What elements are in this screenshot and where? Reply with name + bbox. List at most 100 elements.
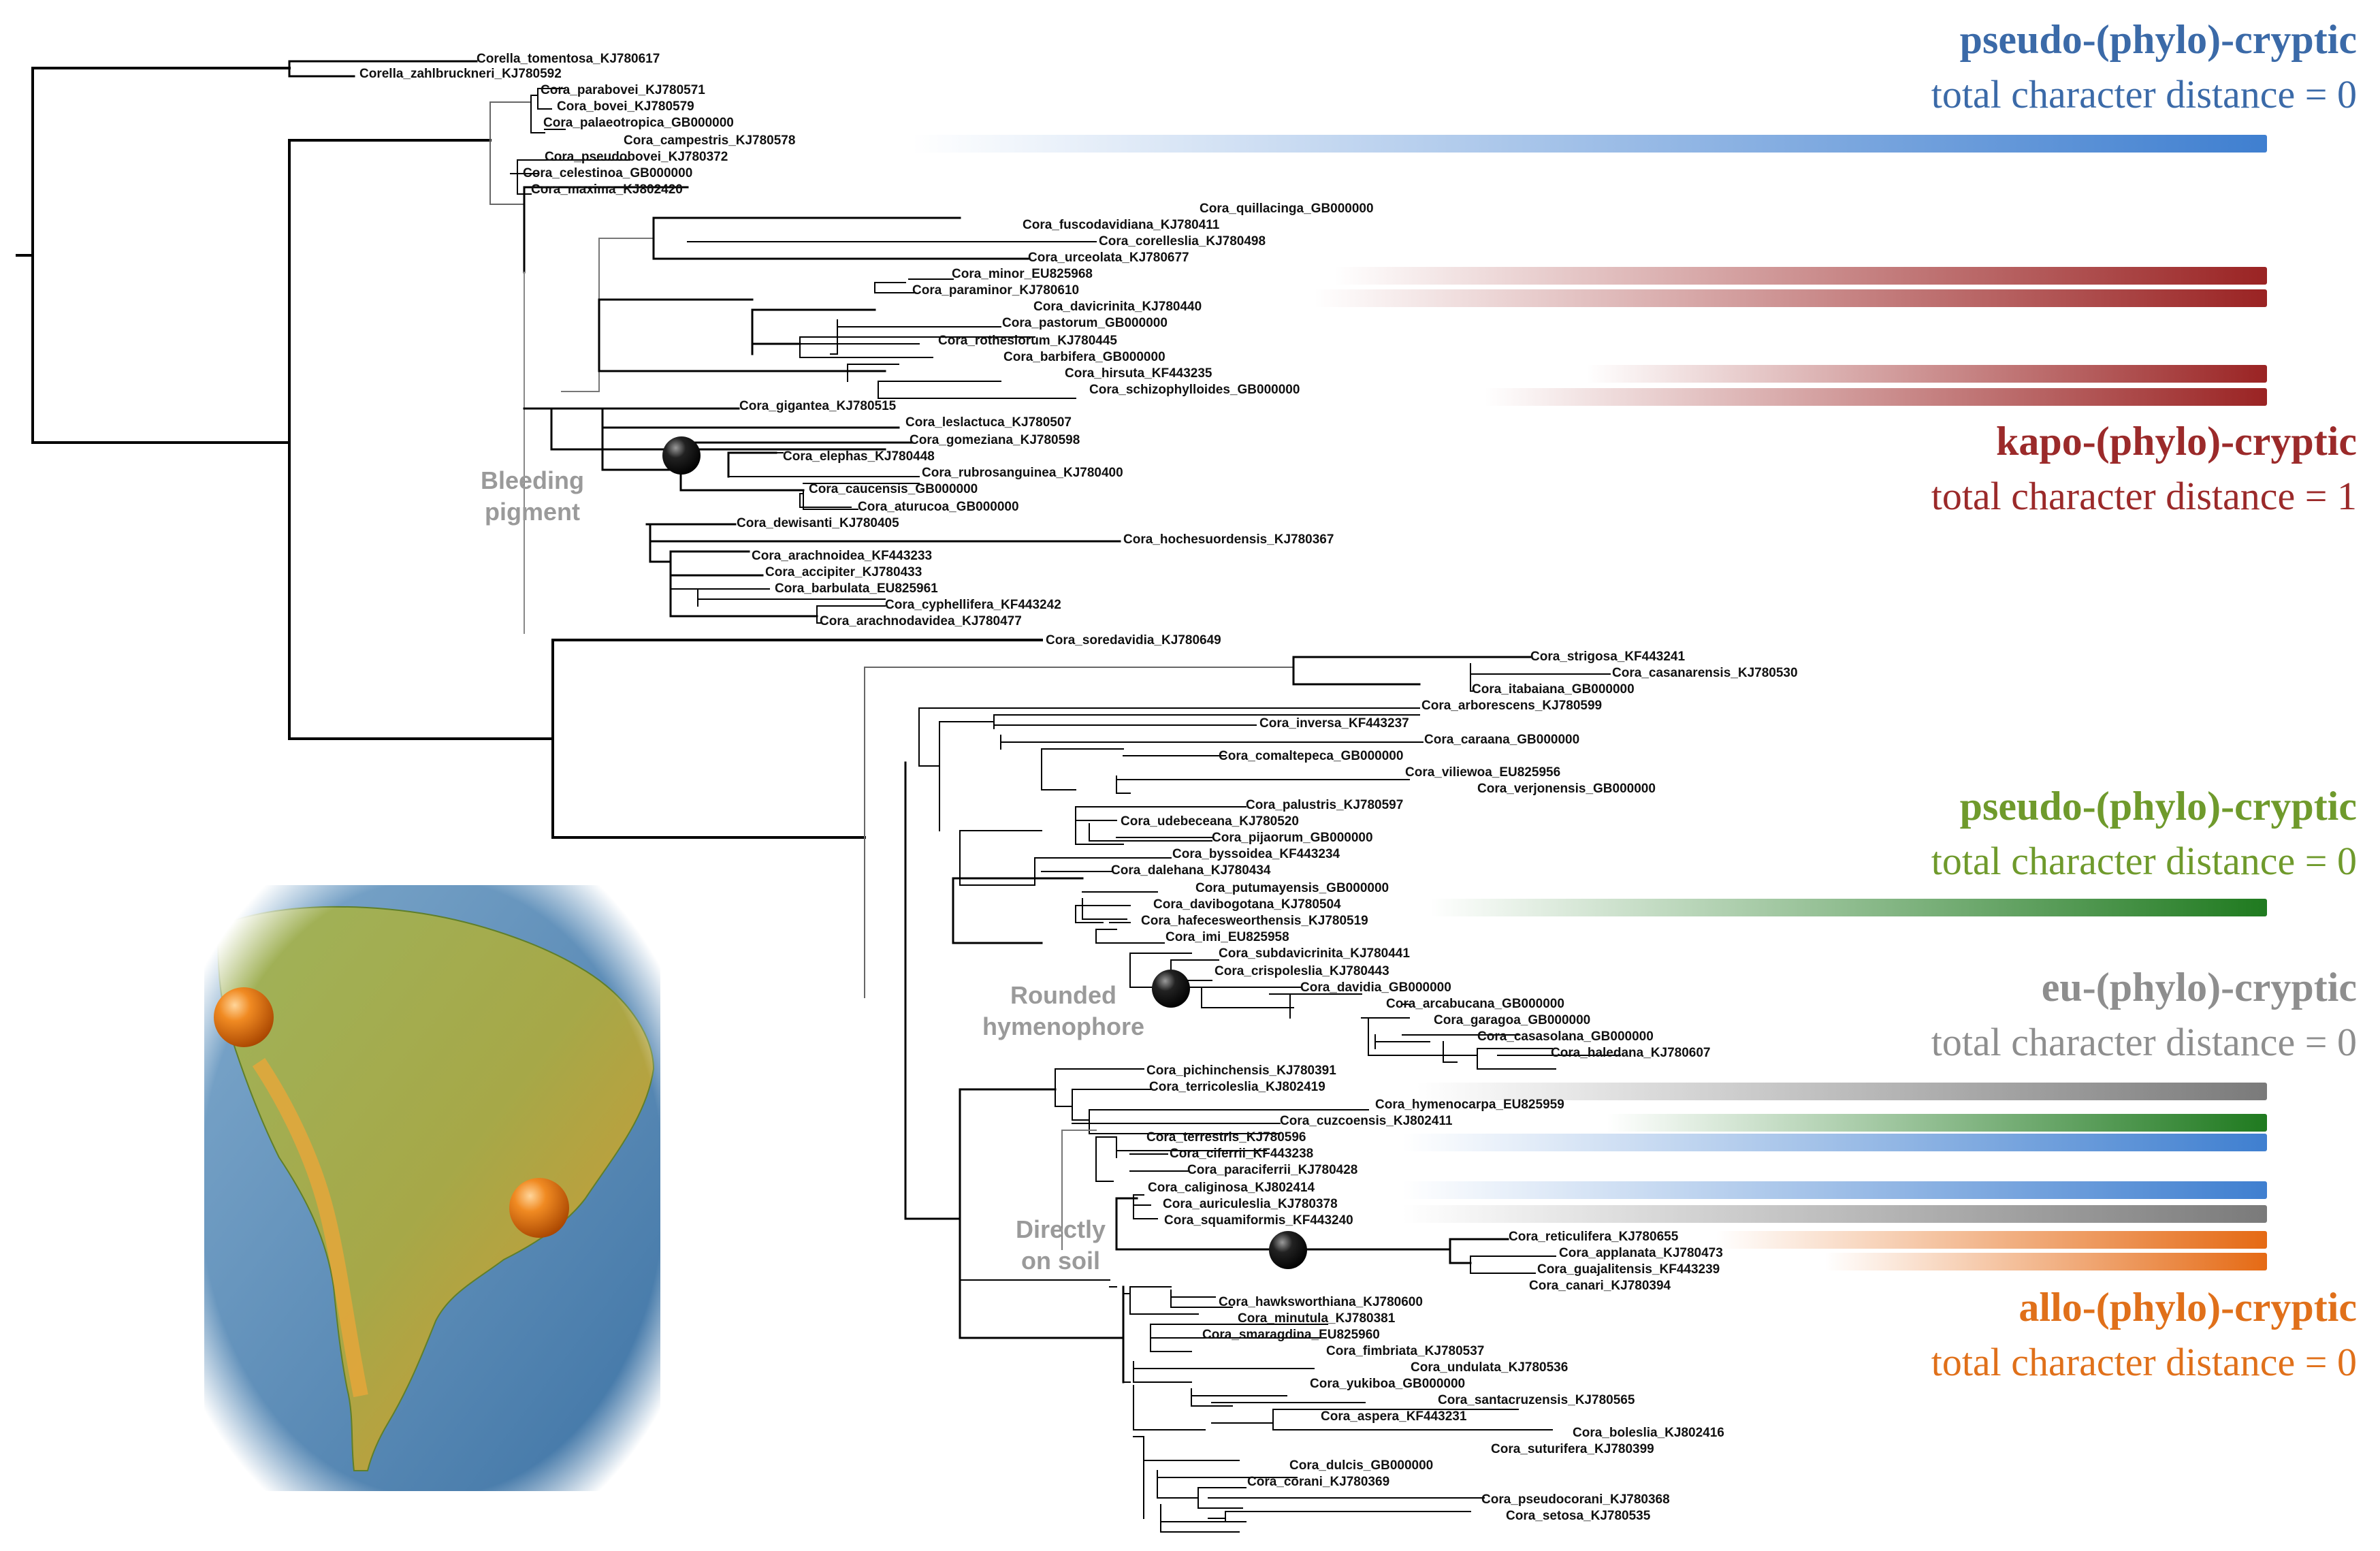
bar-gray-1 [1416,1083,2267,1100]
tip-label: Corella_zahlbruckneri_KJ780592 [359,67,562,81]
category-legends: pseudo-(phylo)-cryptic total character d… [1931,17,2357,1384]
tip-label: Cora_inversa_KF443237 [1259,716,1409,731]
rounded-hymenophore-marker [1152,970,1190,1008]
bleeding-label-2: pigment [485,498,580,526]
tip-label: Cora_quillacinga_GB000000 [1200,202,1374,216]
tip-label: Cora_hawksworthiana_KJ780600 [1219,1295,1423,1309]
tip-label: Cora_haledana_KJ780607 [1551,1046,1710,1060]
tip-label: Cora_urceolata_KJ780677 [1028,251,1189,265]
tip-label: Cora_casasolana_GB000000 [1477,1029,1654,1044]
tip-label: Cora_undulata_KJ780536 [1411,1360,1568,1375]
tip-label: Cora_garagoa_GB000000 [1434,1013,1590,1027]
tip-label: Cora_terrestris_KJ780596 [1146,1130,1306,1145]
tip-label: Cora_pichinchensis_KJ780391 [1146,1064,1336,1078]
tip-label: Cora_hafecesweorthensis_KJ780519 [1141,914,1368,928]
bleeding-label-1: Bleeding [481,466,584,494]
tip-label: Cora_fuscodavidiana_KJ780411 [1023,218,1220,232]
tip-label: Cora_itabaiana_GB000000 [1472,682,1635,697]
bar-red-2 [1314,289,2267,307]
tip-label: Cora_byssoidea_KF443234 [1172,847,1340,861]
bar-gray-2 [1402,1205,2267,1223]
tip-label: Cora_suturifera_KJ780399 [1491,1442,1654,1456]
bar-blue-3 [1402,1181,2267,1199]
soil-marker [1269,1231,1307,1269]
tip-label: Cora_barbifera_GB000000 [1003,350,1165,364]
bleeding-pigment-marker [662,436,701,475]
tip-label: Cora_davidia_GB000000 [1300,980,1451,995]
tip-label: Cora_minutula_KJ780381 [1238,1311,1396,1326]
tip-label: Cora_campestris_KJ780578 [624,133,795,148]
soil-label-1: Directly [1016,1215,1106,1243]
tip-label: Cora_caliginosa_KJ802414 [1148,1181,1315,1195]
tip-label: Cora_setosa_KJ780535 [1506,1509,1651,1523]
tip-label: Cora_soredavidia_KJ780649 [1046,633,1221,647]
tip-label: Cora_minor_EU825968 [952,267,1093,281]
category-title-2: kapo-(phylo)-cryptic [1996,419,2357,464]
tip-label: Cora_viliewoa_EU825956 [1405,765,1560,780]
category-title-4: eu-(phylo)-cryptic [2042,965,2357,1010]
category-subtitle-5: total character distance = 0 [1931,1340,2357,1384]
tip-label: Cora_dalehana_KJ780434 [1111,863,1271,878]
tip-label: Cora_terricoleslia_KJ802419 [1149,1080,1325,1094]
tip-label: Cora_santacruzensis_KJ780565 [1438,1393,1635,1407]
soil-label-2: on soil [1021,1247,1100,1275]
bar-red-4 [1484,388,2267,406]
tip-label: Cora_palustris_KJ780597 [1246,798,1403,812]
tip-label: Cora_arborescens_KJ780599 [1421,699,1602,713]
tip-label: Cora_gigantea_KJ780515 [739,399,897,413]
tip-label: Cora_gomeziana_KJ780598 [910,433,1080,447]
bar-orange-1 [1716,1231,2267,1249]
tip-label: Cora_dewisanti_KJ780405 [737,516,899,530]
tip-label: Cora_pijaorum_GB000000 [1212,831,1373,845]
tip-label: Cora_celestinoa_GB000000 [523,166,692,180]
category-title-3: pseudo-(phylo)-cryptic [1960,784,2357,829]
tip-label: Cora_schizophylloides_GB000000 [1089,383,1300,397]
tip-label: Cora_parabovei_KJ780571 [541,83,705,97]
tip-label: Cora_aturucoa_GB000000 [858,500,1019,514]
tip-label: Cora_crispoleslia_KJ780443 [1215,964,1389,978]
bar-red-1 [1334,267,2267,285]
tip-label: Cora_rothesiorum_KJ780445 [938,334,1117,348]
tip-label: Cora_subdavicrinita_KJ780441 [1219,946,1410,961]
bar-red-3 [1586,365,2267,383]
tip-label: Cora_casanarensis_KJ780530 [1612,666,1798,680]
rounded-label-1: Rounded [1010,981,1116,1009]
tip-label: Cora_guajalitensis_KF443239 [1537,1262,1720,1277]
tip-label: Cora_paraciferrii_KJ780428 [1187,1163,1357,1177]
tip-label: Cora_reticulifera_KJ780655 [1509,1230,1679,1244]
tip-label: Cora_pseudocorani_KJ780368 [1481,1492,1670,1507]
tip-label: Cora_rubrosanguinea_KJ780400 [922,466,1123,480]
tip-label: Cora_palaeotropica_GB000000 [543,116,734,130]
tip-label: Cora_comaltepeca_GB000000 [1219,749,1403,763]
location-marker-east [509,1178,569,1238]
tip-label: Cora_aspera_KF443231 [1321,1409,1467,1424]
south-america-map [204,885,660,1491]
tip-label: Cora_hirsuta_KF443235 [1065,366,1212,381]
rounded-label-2: hymenophore [982,1012,1144,1040]
tip-label: Cora_verjonensis_GB000000 [1477,782,1656,796]
bar-orange-2 [1824,1253,2267,1270]
tip-label: Cora_barbulata_EU825961 [775,581,938,596]
tip-label: Cora_smaragdina_EU825960 [1202,1328,1380,1342]
tip-label: Cora_accipiter_KJ780433 [765,565,922,579]
bar-green-1 [1430,899,2267,916]
tip-label: Cora_squamiformis_KF443240 [1164,1213,1353,1228]
tip-label: Cora_applanata_KJ780473 [1559,1246,1723,1260]
tip-label: Corella_tomentosa_KJ780617 [477,52,660,66]
tip-label: Cora_paraminor_KJ780610 [912,283,1079,298]
tip-label: Cora_ciferrii_KF443238 [1170,1147,1313,1161]
category-bars [912,135,2267,1270]
tip-label: Cora_caucensis_GB000000 [809,482,978,496]
category-title-1: pseudo-(phylo)-cryptic [1960,17,2357,62]
bar-blue-2 [1402,1134,2267,1151]
tip-label: Cora_elephas_KJ780448 [783,449,935,464]
tip-label: Cora_arachnoidea_KF443233 [752,549,932,563]
category-title-5: allo-(phylo)-cryptic [2019,1285,2357,1330]
tip-label: Cora_yukiboa_GB000000 [1310,1377,1465,1391]
tip-label: Cora_canari_KJ780394 [1529,1279,1671,1293]
bar-blue-1 [912,135,2267,153]
tip-label: Cora_cyphellifera_KF443242 [885,598,1061,612]
tip-label: Cora_pseudobovei_KJ780372 [545,150,728,164]
